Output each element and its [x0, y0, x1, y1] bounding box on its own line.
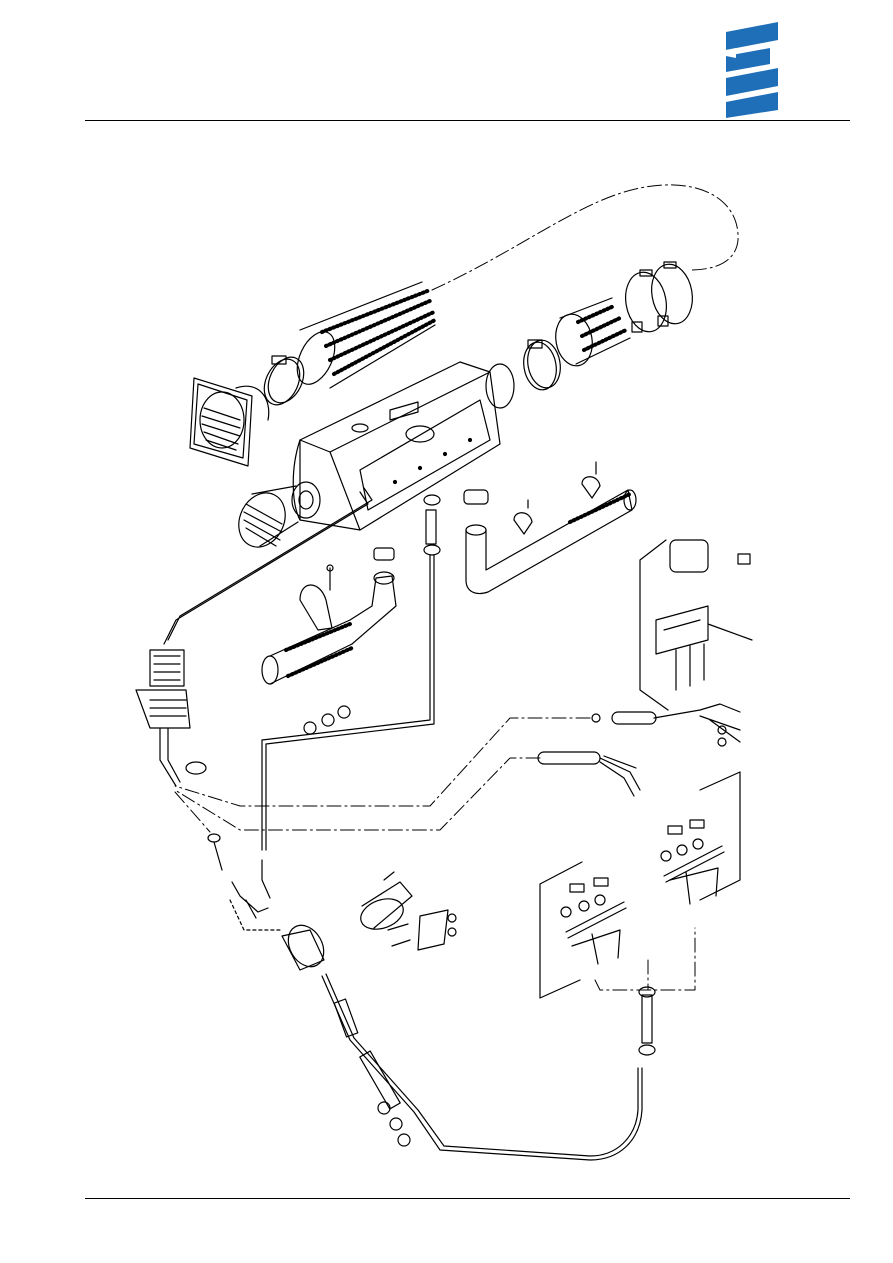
- tank-bracket: [360, 871, 457, 951]
- clip-set-lower: [377, 1101, 411, 1147]
- footer-rule: [85, 1198, 850, 1199]
- wiring-harness: [135, 487, 373, 787]
- relay-kit: [591, 539, 753, 747]
- air-outlet-grille: [189, 377, 270, 467]
- fuel-pump: [207, 833, 325, 971]
- clip-set: [303, 705, 351, 735]
- heater-unit: [291, 361, 515, 531]
- flex-hose-right: [523, 297, 631, 391]
- hose-clamp-left: [263, 355, 305, 406]
- fuel-line-main: [261, 494, 441, 899]
- fitting-kit-right: [660, 771, 741, 905]
- flex-hose-left: [296, 281, 437, 389]
- duct-assembly-left: [261, 547, 397, 685]
- header-rule: [85, 120, 850, 121]
- cable-end: [537, 751, 641, 797]
- fitting-kit-left: [539, 861, 627, 999]
- duct-assembly-right: [463, 461, 637, 595]
- routing-lines: [174, 184, 739, 991]
- brand-logo-icon: [726, 22, 778, 118]
- fuel-line-lower: [321, 973, 656, 1161]
- intake-screen: [238, 485, 299, 548]
- mounting-bands: [625, 261, 693, 333]
